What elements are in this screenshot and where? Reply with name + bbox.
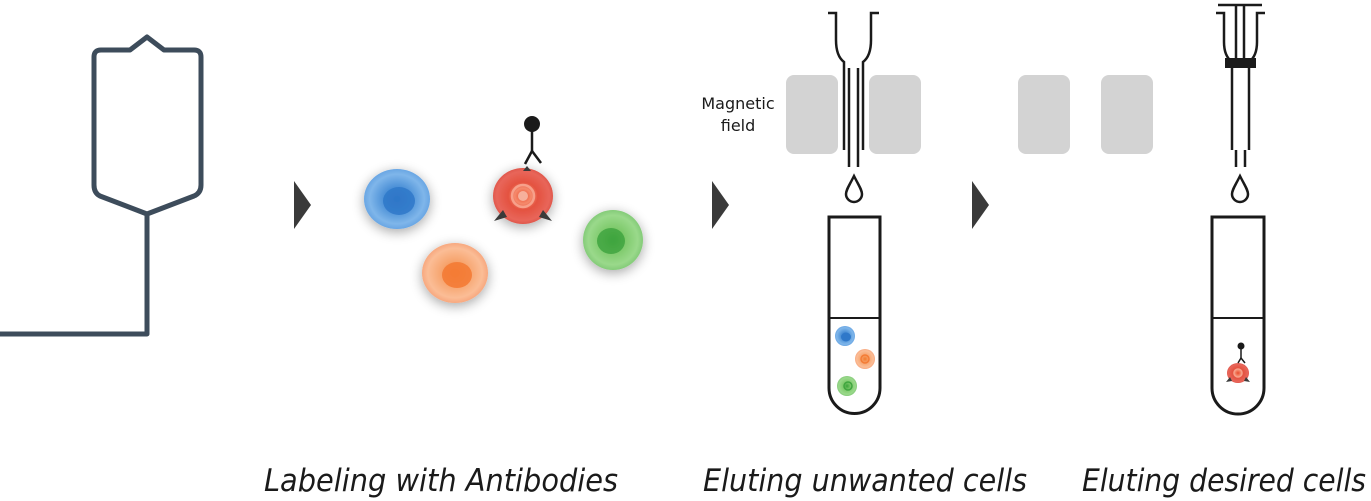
drop-icon bbox=[1230, 173, 1250, 204]
blood-bag-icon bbox=[0, 34, 204, 337]
step-arrow-icon bbox=[294, 181, 311, 229]
orange-cell-icon bbox=[855, 349, 875, 369]
green-cell-icon bbox=[837, 376, 857, 396]
step-arrow-icon bbox=[712, 181, 729, 229]
collection-tube-icon bbox=[827, 215, 882, 415]
magnet-block-left bbox=[786, 75, 838, 154]
magnetic-bead-icon bbox=[524, 116, 540, 132]
caption-eluting-desired: Eluting desired cells bbox=[1082, 463, 1366, 499]
step-arrow-icon bbox=[972, 181, 989, 229]
antibody-labeled-red-cell-icon bbox=[493, 116, 553, 224]
column-icon bbox=[828, 11, 879, 167]
drop-icon bbox=[844, 173, 864, 204]
orange-cell-icon bbox=[422, 243, 488, 303]
magnet-block-left bbox=[1018, 75, 1070, 154]
magnet-block-right bbox=[1101, 75, 1153, 154]
magnetic-field-label: Magnetic bbox=[701, 94, 774, 113]
magnet-block-right bbox=[869, 75, 921, 154]
magnetic-column-step: Magnetic field bbox=[701, 11, 921, 415]
caption-labeling: Labeling with Antibodies bbox=[264, 463, 618, 499]
caption-eluting-unwanted: Eluting unwanted cells bbox=[703, 463, 1027, 499]
magnetic-field-label: field bbox=[721, 116, 756, 135]
antibody-labeled-red-cell-icon bbox=[1226, 342, 1250, 383]
blue-cell-icon bbox=[364, 169, 430, 229]
labeled-cells-group bbox=[364, 116, 643, 303]
plunger-column-step bbox=[1018, 3, 1266, 416]
collection-tube-icon bbox=[1210, 215, 1266, 416]
green-cell-icon bbox=[583, 210, 643, 270]
plunger-icon bbox=[1216, 3, 1265, 167]
antibody-icon bbox=[523, 130, 542, 165]
blue-cell-icon bbox=[835, 326, 855, 346]
